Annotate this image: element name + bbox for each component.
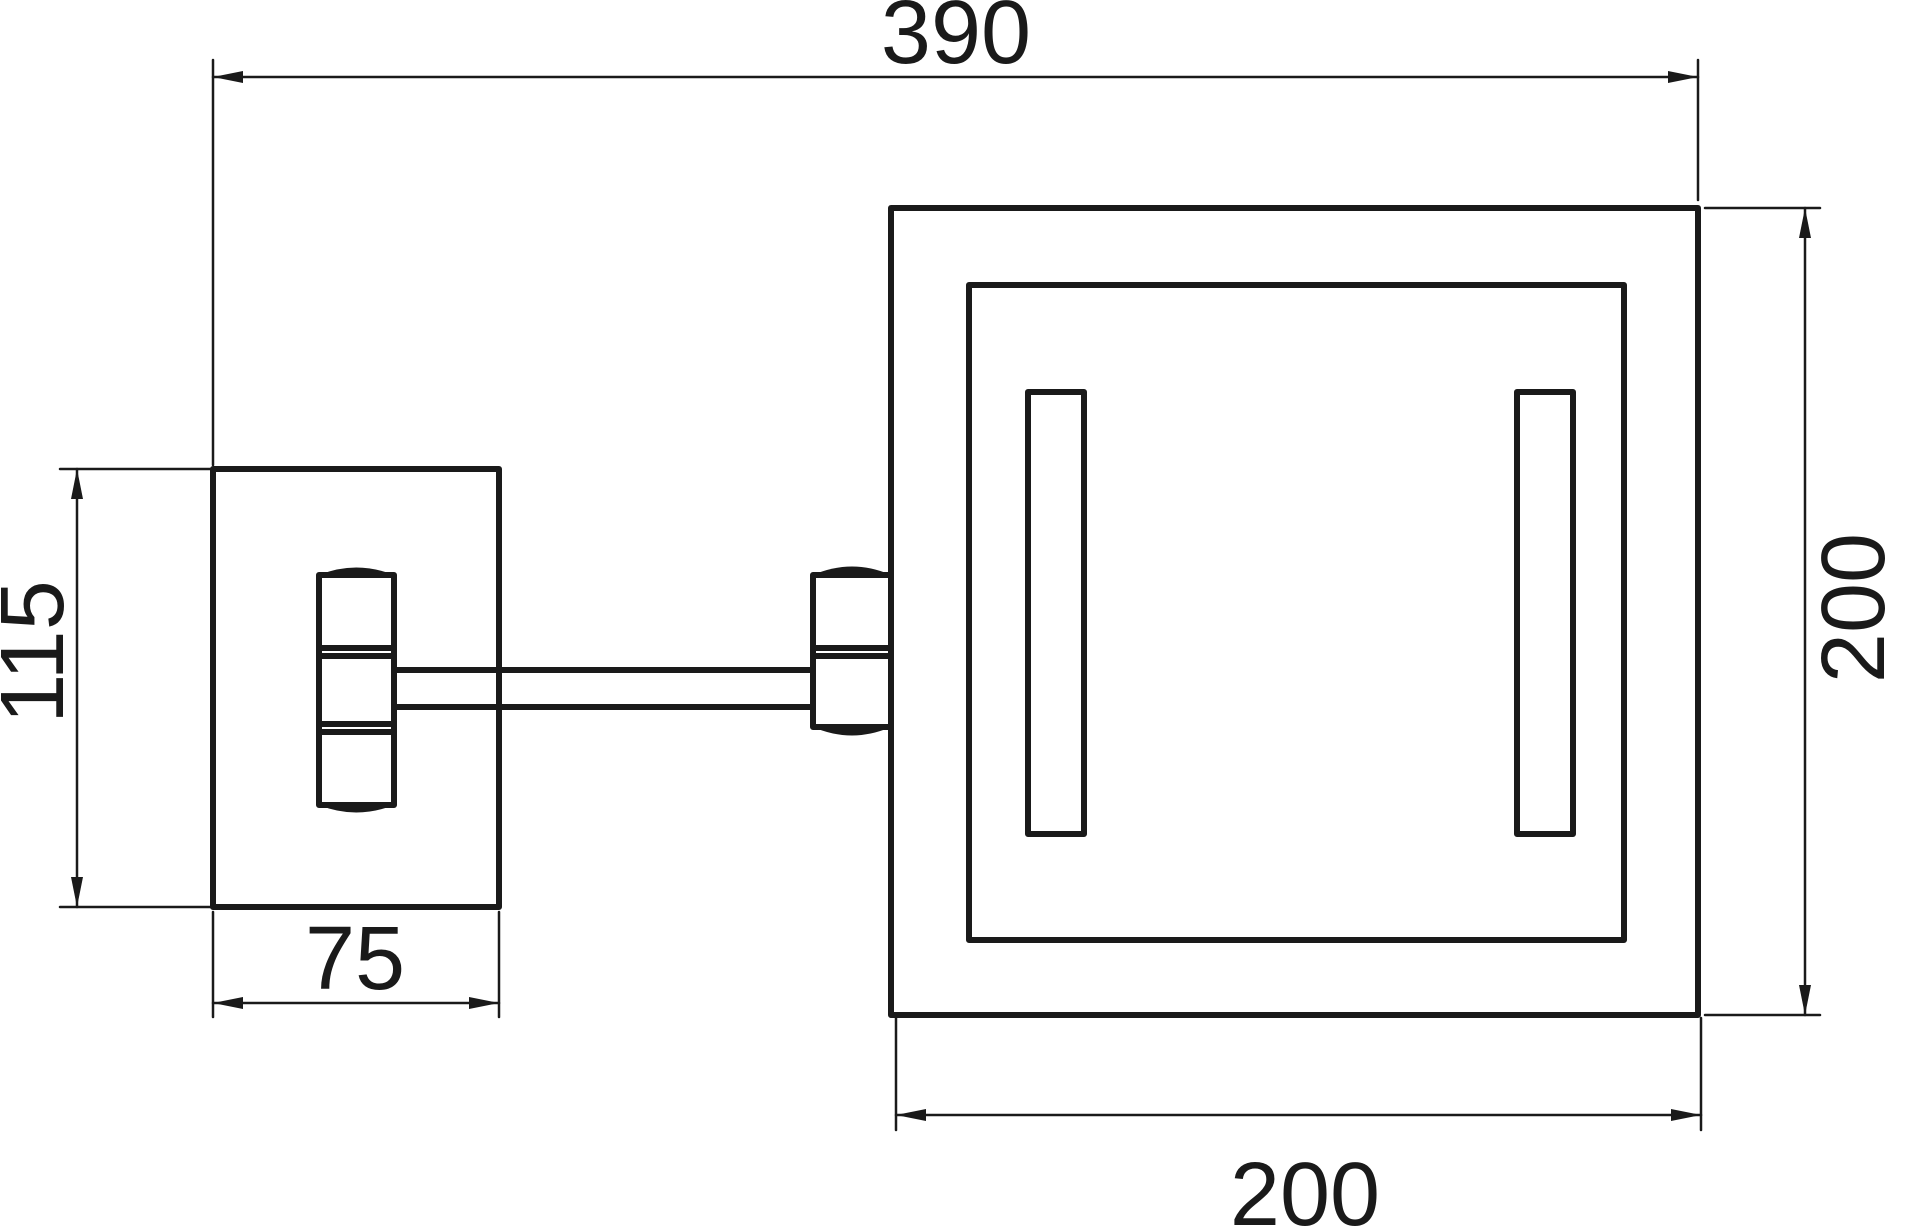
arrowhead-bottom [71, 877, 83, 907]
mirror-width-label: 200 [1230, 1145, 1380, 1231]
arrowhead-top [71, 469, 83, 499]
arrowhead-right [1671, 1109, 1701, 1121]
extension-arm [391, 662, 816, 715]
back-plate-width-label: 75 [305, 909, 405, 1009]
back-plate-height-label: 115 [0, 580, 83, 723]
arrowhead-bottom [1799, 985, 1811, 1015]
right-hinge-cap-top [813, 566, 891, 575]
mirror-height-dimension: 200 [1703, 206, 1904, 1017]
mirror-width-dimension: 200 [894, 1016, 1703, 1231]
left-hinge-body [316, 572, 397, 808]
overall-width-dimension: 390 [211, 0, 1700, 467]
back-plate-height-dimension: 115 [0, 467, 212, 909]
mirror-height-label: 200 [1804, 533, 1904, 683]
overall-width-label: 390 [881, 0, 1031, 83]
mirror [888, 205, 1701, 1018]
right-hinge-cap-bottom [813, 727, 891, 736]
arrowhead-left [896, 1109, 926, 1121]
mirror-light-bar-left [1025, 389, 1087, 837]
arrowhead-right [1668, 71, 1698, 83]
mirror-light-bar-right [1514, 389, 1576, 837]
left-hinge-cap-bottom [319, 805, 394, 813]
back-plate [210, 466, 502, 910]
arrowhead-right [469, 997, 499, 1009]
left-hinge [316, 567, 397, 813]
left-hinge-cap-top [319, 567, 394, 575]
mirror-inner-frame [966, 282, 1627, 943]
right-hinge [810, 566, 894, 736]
back-plate-width-dimension: 75 [211, 909, 501, 1019]
mirror-outer-frame [888, 205, 1701, 1018]
back-plate-outline [210, 466, 502, 910]
arrowhead-top [1799, 208, 1811, 238]
arrowhead-left [213, 997, 243, 1009]
arrowhead-left [213, 71, 243, 83]
